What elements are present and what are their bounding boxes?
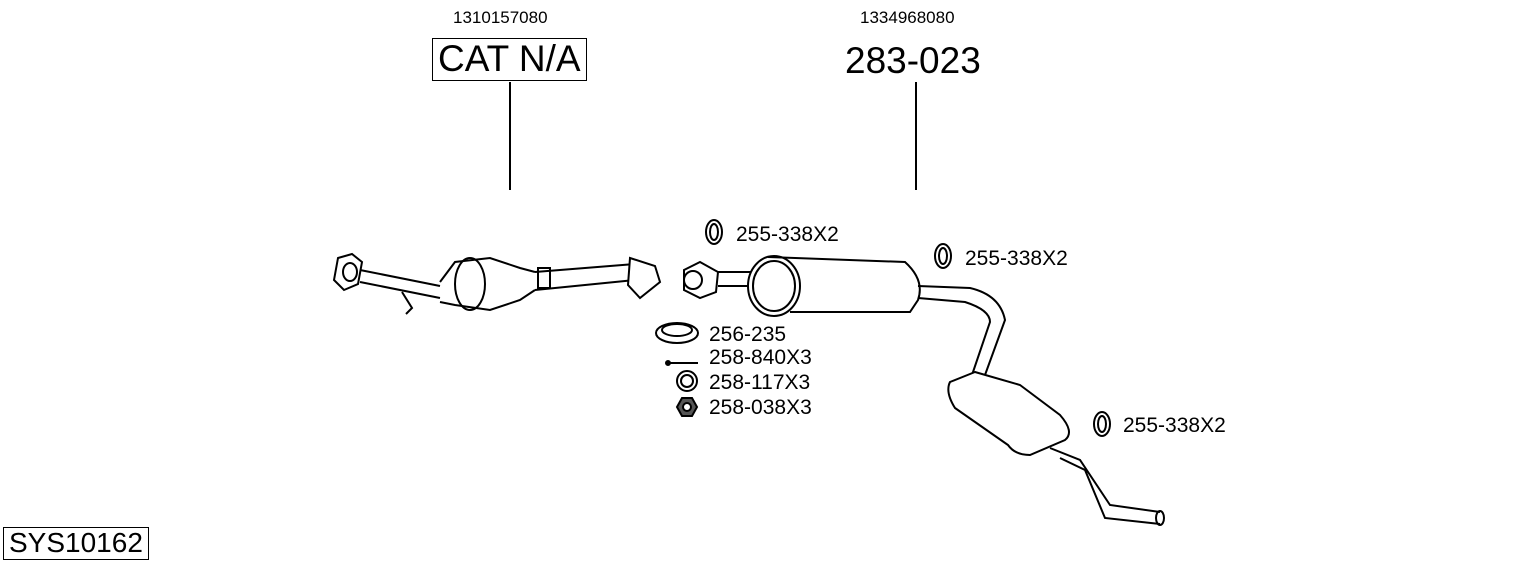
system-id: SYS10162 bbox=[3, 527, 149, 560]
accessory-label[interactable]: 258-038X3 bbox=[709, 396, 812, 419]
accessory-label[interactable]: 258-117X3 bbox=[709, 371, 811, 394]
rubber-ring-icon bbox=[934, 243, 952, 269]
accessory-label[interactable]: 258-840X3 bbox=[709, 346, 812, 369]
part-number-283-023[interactable]: 283-023 bbox=[845, 40, 981, 81]
accessory-label[interactable]: 256-235 bbox=[709, 323, 787, 346]
catalytic-converter-part[interactable] bbox=[332, 252, 662, 315]
part-number-cat[interactable]: CAT N/A bbox=[432, 38, 587, 81]
accessory-label[interactable]: 255-338X2 bbox=[736, 223, 839, 246]
rubber-ring-icon bbox=[1093, 411, 1111, 437]
rubber-ring-icon bbox=[705, 219, 723, 245]
accessory-label[interactable]: 255-338X2 bbox=[965, 247, 1068, 270]
accessory-label[interactable]: 255-338X2 bbox=[1123, 414, 1226, 437]
oe-number-283-023: 1334968080 bbox=[860, 8, 955, 27]
oe-number-cat: 1310157080 bbox=[453, 8, 548, 27]
gasket-icon bbox=[655, 322, 699, 344]
muffler-assembly-part[interactable] bbox=[683, 255, 1165, 526]
washer-icon bbox=[676, 370, 698, 392]
